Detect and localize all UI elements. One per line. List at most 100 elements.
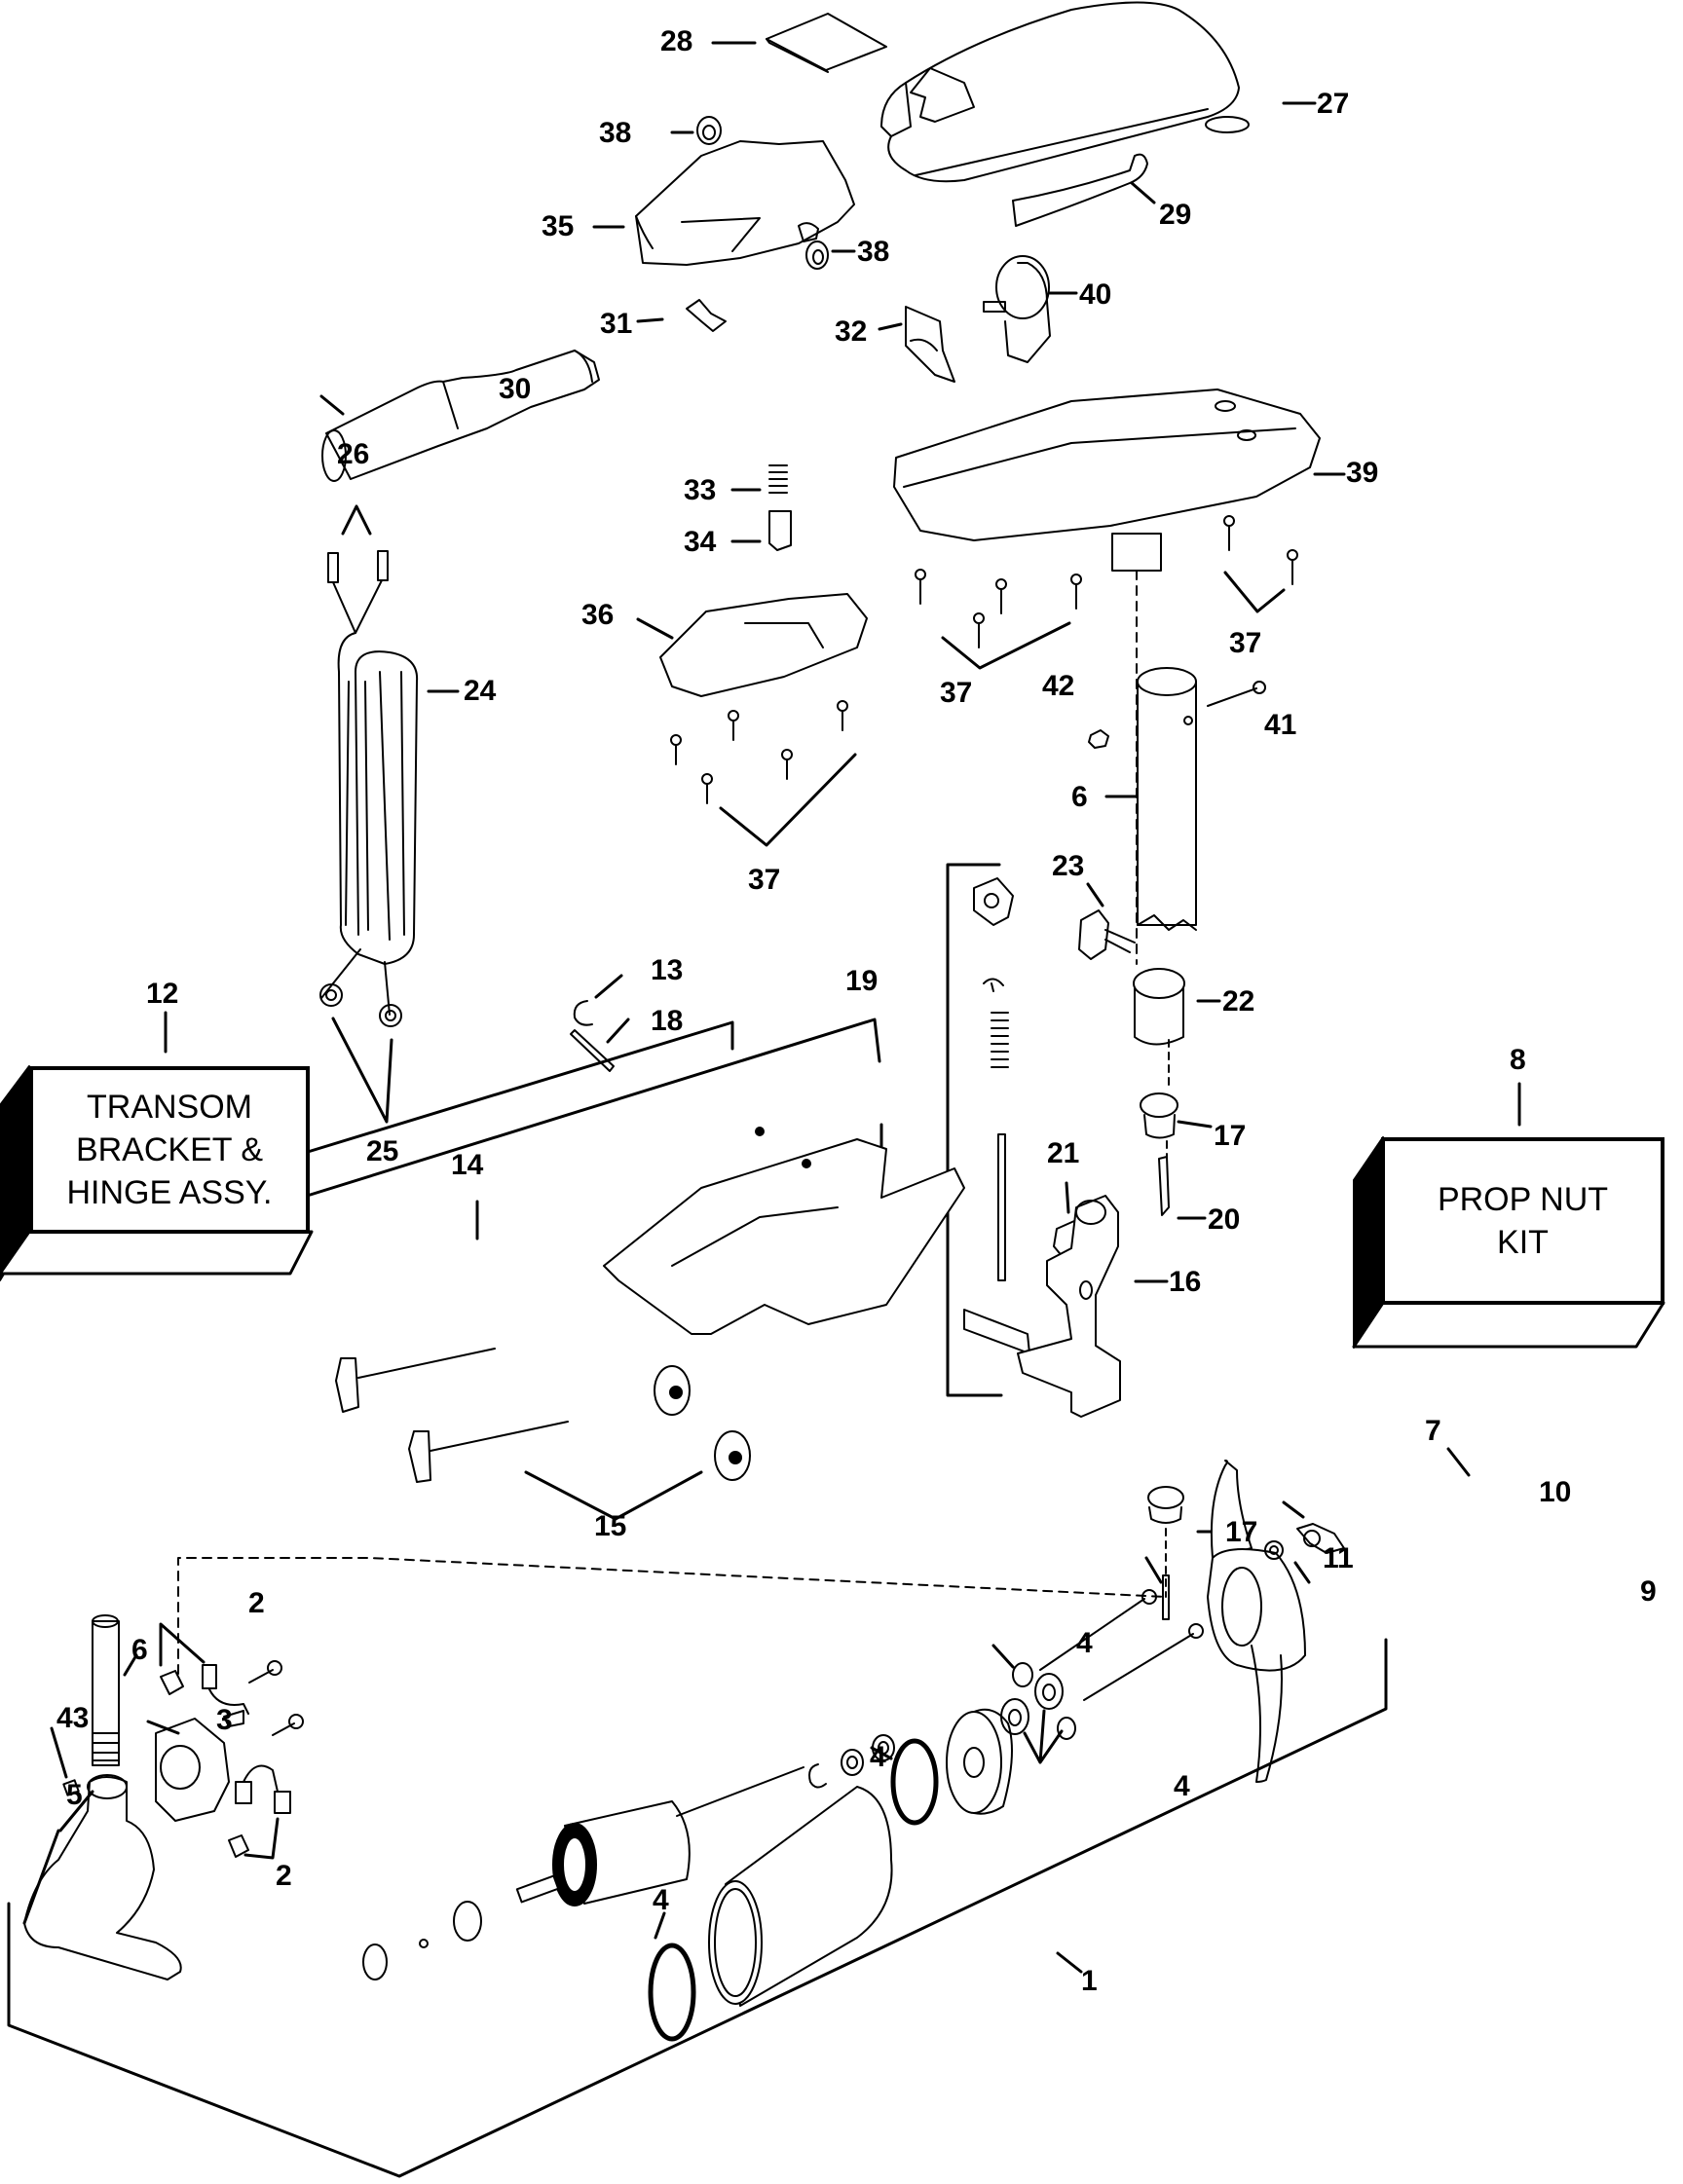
speed-switch-part-40: [984, 256, 1050, 362]
leader-19: [948, 865, 1001, 1395]
bushing-part-17-upper: [1141, 1093, 1178, 1168]
clamp-screws-part-15: [336, 1349, 750, 1482]
clip-part-31: [687, 300, 726, 331]
leader-6-lower: [125, 1655, 136, 1675]
through-bolts: [1040, 1590, 1203, 1700]
spring-part-33: [769, 465, 787, 493]
end-cap: [947, 1710, 1012, 1814]
propnut-kit-line-2: KIT: [1497, 1224, 1549, 1261]
control-box-cover-part-27: [881, 3, 1249, 182]
leader-25: [333, 1018, 392, 1122]
leader-2-lower: [245, 1819, 278, 1858]
transom-kit-box: TRANSOM BRACKET & HINGE ASSY.: [29, 1066, 310, 1234]
leader-31: [638, 319, 662, 321]
leader-4-lower: [1025, 1711, 1062, 1762]
callout-38-lower: 38: [857, 236, 890, 268]
retaining-ring-part-38-lower: [806, 241, 828, 269]
callout-6-lower: 6: [131, 1634, 148, 1666]
washers-part-4: [1001, 1663, 1075, 1739]
callout-37-box-right: 37: [1229, 627, 1262, 659]
callout-2-upper: 2: [248, 1587, 265, 1619]
transom-kit-box-bottom: [0, 1232, 312, 1274]
leader-10: [1284, 1502, 1303, 1517]
leader-18: [608, 1019, 628, 1042]
callout-26: 26: [337, 438, 370, 470]
callout-18: 18: [651, 1005, 684, 1037]
nut-part-42: [1089, 730, 1108, 748]
motor-can: [709, 1787, 892, 2006]
callout-19: 19: [845, 965, 879, 997]
callout-17-lower: 17: [1225, 1516, 1258, 1548]
leader-17-upper: [1178, 1122, 1211, 1127]
callout-9: 9: [1640, 1575, 1657, 1608]
callout-37-box-left: 37: [940, 677, 973, 709]
callout-5: 5: [66, 1779, 83, 1811]
switch-plate-part-32: [906, 307, 954, 382]
screw-part-41: [1208, 682, 1265, 706]
leader-29: [1132, 183, 1154, 203]
callout-16: 16: [1169, 1266, 1202, 1298]
callout-25: 25: [366, 1135, 399, 1167]
callout-2-lower: 2: [276, 1860, 292, 1892]
callout-21: 21: [1047, 1137, 1080, 1169]
decal-strip-part-29: [1013, 155, 1147, 226]
callout-13: 13: [651, 954, 684, 986]
handle-base-part-36: [660, 594, 867, 696]
washer-part-9: [1265, 1541, 1283, 1559]
callout-33: 33: [684, 474, 717, 506]
callout-29: 29: [1159, 199, 1192, 231]
leader-5: [24, 1792, 93, 1923]
callout-32: 32: [835, 315, 868, 348]
propeller-part-7: [1208, 1461, 1305, 1782]
callout-4-upper: 4: [1076, 1627, 1093, 1659]
plug: [363, 1944, 387, 1980]
leader-3: [148, 1721, 178, 1733]
callout-4-middle: 4: [870, 1741, 886, 1773]
callout-37-handle: 37: [748, 864, 781, 896]
callout-22: 22: [1222, 985, 1255, 1018]
clip-part-20: [1159, 1157, 1169, 1215]
o-ring-part-4-left: [651, 1945, 693, 2039]
callout-42: 42: [1042, 670, 1075, 702]
bearing: [454, 1902, 481, 1941]
leader-1: [1058, 1953, 1081, 1972]
leader-23: [1088, 884, 1103, 906]
leader-13: [596, 976, 621, 997]
brush-screws: [249, 1661, 303, 1735]
leader-4-upper: [993, 1646, 1013, 1667]
callout-38-upper: 38: [599, 117, 632, 149]
callout-8: 8: [1510, 1044, 1526, 1076]
propnut-kit-box: PROP NUT KIT: [1381, 1137, 1664, 1305]
brushes-part-2: [161, 1665, 290, 1857]
bracket-part-14: [604, 1128, 964, 1334]
propnut-kit-line-1: PROP NUT: [1437, 1181, 1609, 1218]
callout-35: 35: [542, 210, 575, 242]
brush-plate-part-3: [156, 1719, 229, 1821]
callout-11: 11: [1323, 1542, 1354, 1574]
button-part-34: [769, 511, 791, 550]
set-screw-part-43: [63, 1780, 78, 1795]
power-cable-part-24: [320, 551, 417, 1026]
leader-11: [1146, 1558, 1161, 1582]
callout-15: 15: [594, 1510, 627, 1542]
leader-32: [879, 324, 901, 329]
transom-kit-line-2: BRACKET &: [75, 1131, 264, 1168]
leader-37-box-left: [943, 623, 1069, 668]
propnut-kit-box-bottom: [1354, 1303, 1664, 1347]
leader-37-handle: [721, 755, 855, 845]
e-ring-part-13: [575, 1001, 592, 1025]
callout-39: 39: [1346, 457, 1379, 489]
callout-40: 40: [1079, 278, 1112, 311]
ball: [420, 1940, 428, 1947]
callout-1: 1: [1081, 1965, 1098, 1997]
shaft-part-6-upper: [1138, 668, 1196, 930]
callout-34: 34: [684, 526, 717, 558]
leader-43: [52, 1728, 66, 1777]
callout-14: 14: [451, 1149, 484, 1181]
leader-30: [321, 396, 343, 414]
o-ring-part-4-middle: [893, 1741, 936, 1823]
callout-6-upper: 6: [1071, 781, 1088, 813]
leader-2-upper: [161, 1624, 204, 1665]
callout-17-upper: 17: [1214, 1120, 1247, 1152]
